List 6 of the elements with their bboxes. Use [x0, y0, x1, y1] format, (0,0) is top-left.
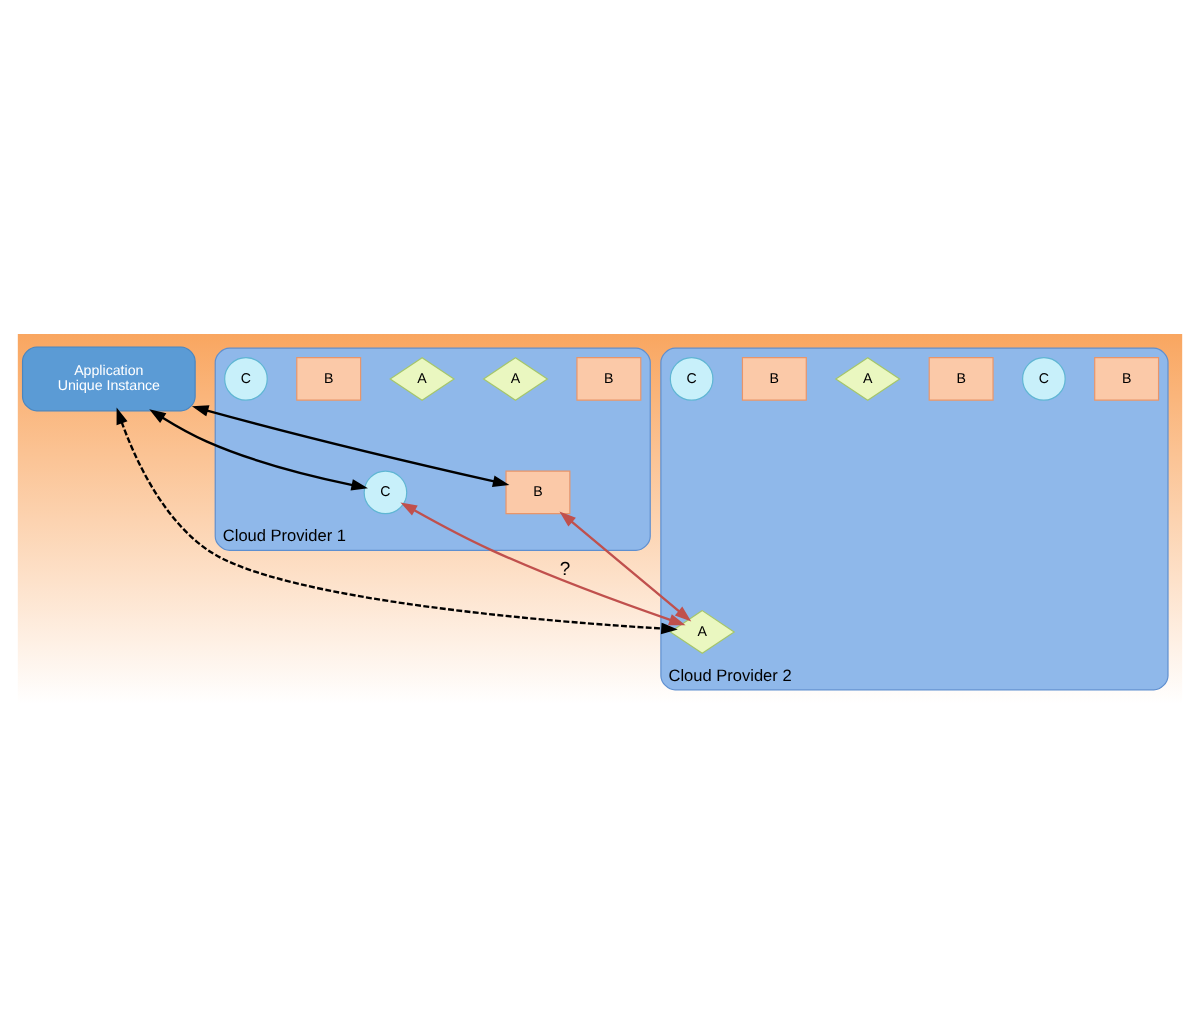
arrow — [191, 404, 510, 486]
arrow — [149, 408, 368, 490]
edge-label: ? — [559, 557, 571, 580]
arrow — [559, 510, 692, 621]
arrow — [116, 406, 678, 634]
arrow — [400, 501, 686, 625]
